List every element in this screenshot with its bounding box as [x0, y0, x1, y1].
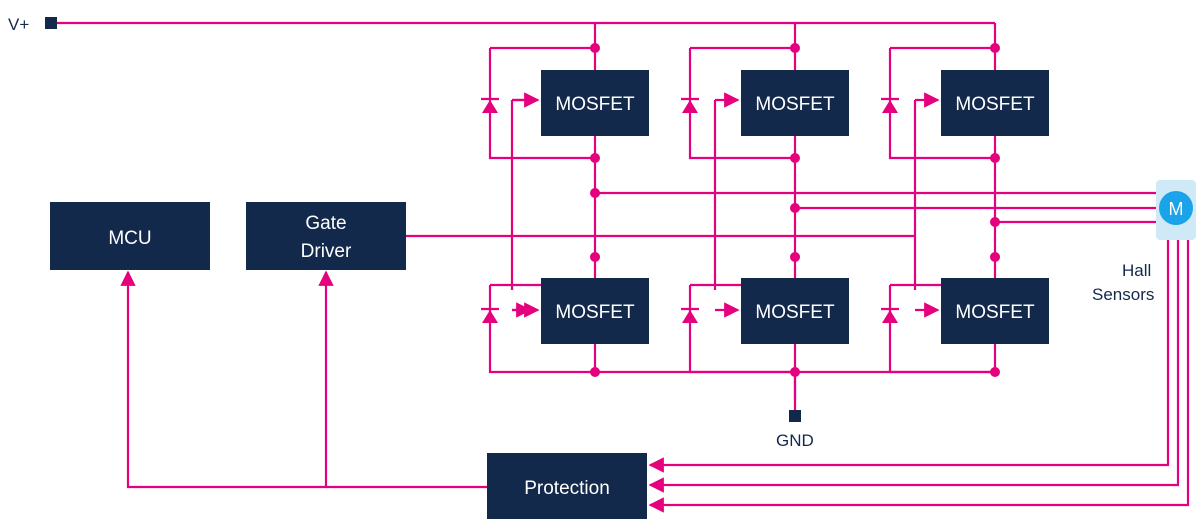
mcu-block [50, 202, 210, 270]
protection-to-mcu [120, 270, 487, 489]
supply-rail [57, 21, 997, 48]
hall-signal-3 [648, 240, 1190, 513]
mosfet-label: MOSFET [955, 94, 1035, 115]
protection-block [487, 453, 647, 519]
gate-driver-label-2: Driver [301, 241, 352, 262]
gate-driver-block [246, 202, 406, 270]
hall-sensors-label-1: Hall [1122, 261, 1151, 280]
v-plus-terminal [45, 17, 57, 29]
mosfet-label: MOSFET [955, 302, 1035, 323]
mosfet-high-3: MOSFET [941, 70, 1049, 136]
motor-label: M [1169, 199, 1184, 219]
motor-phase-wires [595, 191, 1160, 224]
protection-label: Protection [524, 478, 610, 499]
mosfet-low-2: MOSFET [741, 278, 849, 344]
mosfet-label: MOSFET [555, 302, 635, 323]
mosfet-high-2: MOSFET [741, 70, 849, 136]
motor-icon [1159, 191, 1193, 225]
v-plus-label: V+ [8, 15, 29, 34]
hall-sensors-label-2: Sensors [1092, 285, 1154, 304]
mosfet-label: MOSFET [555, 94, 635, 115]
bridge-leg-1 [481, 46, 795, 374]
hall-signal-2 [648, 240, 1180, 493]
gate-driver-label-1: Gate [305, 213, 346, 234]
mosfet-high-1: MOSFET [541, 70, 649, 136]
mosfet-low-3: MOSFET [941, 278, 1049, 344]
mosfet-label: MOSFET [755, 94, 835, 115]
gnd-terminal [789, 410, 801, 422]
gnd-label: GND [776, 431, 814, 450]
hall-signal-1 [648, 240, 1170, 473]
mosfet-label: MOSFET [755, 302, 835, 323]
mcu-label: MCU [108, 228, 151, 249]
mosfet-low-1: MOSFET [541, 278, 649, 344]
